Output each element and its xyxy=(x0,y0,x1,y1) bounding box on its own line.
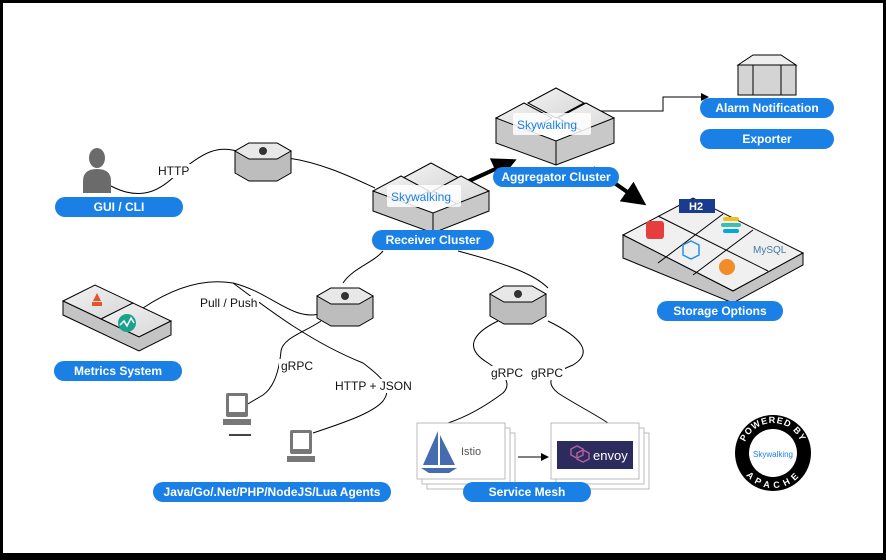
metrics-system-label: Metrics System xyxy=(54,361,182,381)
envoy-panel xyxy=(550,422,650,490)
istio-text: Istio xyxy=(461,446,481,458)
aggregator-cluster-label: Aggregator Cluster xyxy=(493,167,619,187)
envoy-text: envoy xyxy=(593,448,628,463)
router-mesh-icon xyxy=(488,285,548,325)
receiver-cluster-label: Receiver Cluster xyxy=(372,230,494,250)
cassandra-logo xyxy=(719,259,735,275)
edge-pullpush-agents xyxy=(232,282,388,434)
alarm-server-icon xyxy=(736,54,798,96)
agents-label: Java/Go/.Net/PHP/NodeJS/Lua Agents xyxy=(153,482,391,502)
mysql-logo: MySQL xyxy=(753,245,787,256)
edge-label-http-json: HTTP + JSON xyxy=(333,379,414,393)
elasticsearch-logo xyxy=(721,217,741,233)
edge-router-receiver xyxy=(287,157,376,189)
prometheus-logo xyxy=(92,293,102,306)
powered-by-badge xyxy=(735,415,811,491)
edge-label-grpc-envoy: gRPC xyxy=(529,366,566,380)
svg-text:MySQL: MySQL xyxy=(753,245,787,256)
agent-terminal-icon-1 xyxy=(223,393,251,436)
storage-platform xyxy=(621,197,805,304)
badge-skywalking-logo: Skywalking xyxy=(753,450,793,459)
receiver-skywalking-logo: Skywalking xyxy=(391,190,451,204)
storage-options-label: Storage Options xyxy=(657,301,783,321)
metrics-system-servers xyxy=(61,284,173,352)
gui-cli-label: GUI / CLI xyxy=(55,197,183,217)
tidb-logo xyxy=(646,221,664,239)
edge-label-pull-push: Pull / Push xyxy=(198,296,260,310)
edge-label-http: HTTP xyxy=(156,164,192,178)
edge-aggregator-alarm xyxy=(593,93,709,112)
exporter-label: Exporter xyxy=(700,129,834,149)
architecture-diagram: Skywalking Skywalking H2 MySQL xyxy=(3,3,883,553)
user-icon xyxy=(83,148,111,193)
banyandb-logo xyxy=(682,240,700,260)
monitor-logo xyxy=(118,314,136,332)
router-http-icon xyxy=(233,142,293,182)
h2-logo xyxy=(679,199,715,213)
edge-router2-grpc xyxy=(240,320,322,409)
istio-logo xyxy=(421,431,457,473)
aggregator-cluster-servers xyxy=(494,87,616,166)
envoy-logo xyxy=(570,445,590,463)
edge-receiver-router3 xyxy=(457,250,549,289)
edge-receiver-router2 xyxy=(342,250,384,284)
edge-label-grpc-agents: gRPC xyxy=(279,359,316,373)
aggregator-skywalking-logo: Skywalking xyxy=(517,118,577,132)
agent-terminal-icon-2 xyxy=(287,430,315,462)
alarm-notification-label: Alarm Notification xyxy=(700,98,834,118)
edge-label-grpc-istio: gRPC xyxy=(489,366,526,380)
router-agents-icon xyxy=(315,287,375,327)
service-mesh-label: Service Mesh xyxy=(463,482,591,502)
h2-logo-text: H2 xyxy=(689,201,703,213)
receiver-cluster-servers xyxy=(371,162,491,234)
